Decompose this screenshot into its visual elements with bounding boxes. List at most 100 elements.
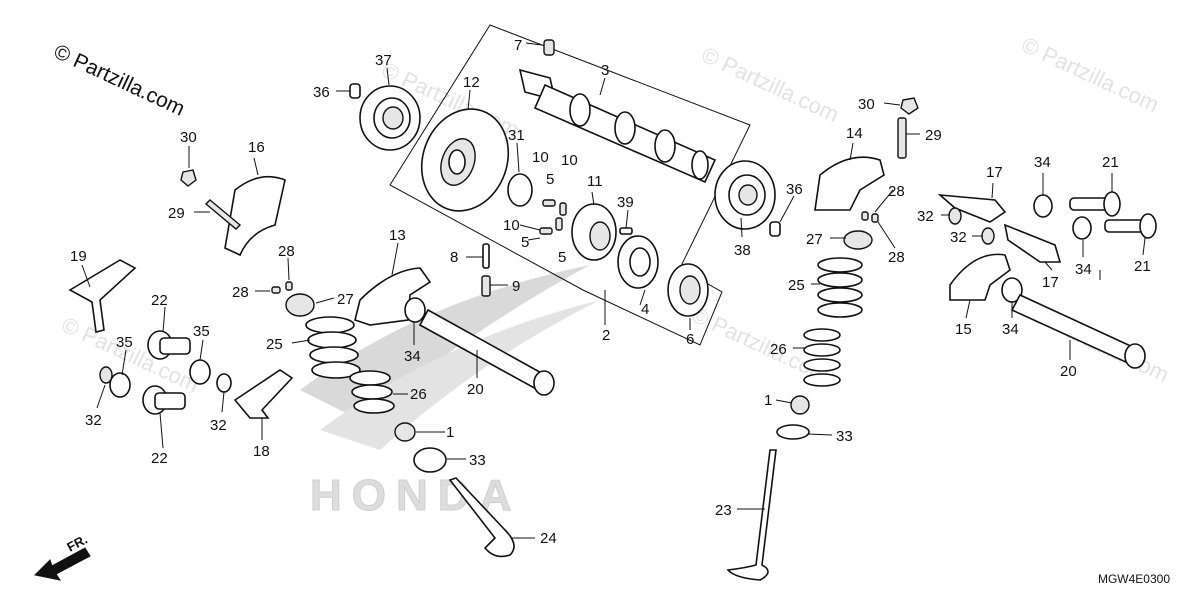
callout-31: 31 [508, 127, 525, 144]
spring-pin-7 [543, 39, 555, 56]
stem-seal-1 [790, 395, 810, 415]
callout-25: 25 [788, 277, 805, 294]
callout-28: 28 [278, 243, 295, 260]
rocker-arm-17 [1003, 223, 1062, 263]
pin-36 [769, 221, 781, 237]
camshaft-3 [518, 68, 717, 184]
callout-5: 5 [521, 234, 529, 251]
rocker-arm-17 [937, 193, 1007, 223]
cotter-28 [871, 213, 879, 223]
callout-36: 36 [786, 181, 803, 198]
callout-20: 20 [467, 381, 484, 398]
callout-3: 3 [601, 62, 609, 79]
callout-34: 34 [1075, 261, 1092, 278]
callout-17: 17 [1042, 274, 1059, 291]
rocker-shaft-20 [1010, 293, 1137, 365]
callout-37: 37 [375, 52, 392, 69]
washer-32 [948, 207, 962, 225]
pin-36 [349, 83, 361, 99]
callout-6: 6 [686, 331, 694, 348]
callout-1: 1 [446, 424, 454, 441]
washer-32 [99, 366, 113, 384]
adjuster-screw-29 [204, 199, 242, 230]
callout-4: 4 [641, 301, 649, 318]
spring-25 [305, 316, 361, 379]
callout-28: 28 [888, 183, 905, 200]
callout-15: 15 [955, 321, 972, 338]
callout-9: 9 [512, 278, 520, 295]
callout-28: 28 [232, 284, 249, 301]
callout-21: 21 [1134, 258, 1151, 275]
callout-12: 12 [463, 74, 480, 91]
callout-32: 32 [917, 208, 934, 225]
washer-34 [1072, 216, 1092, 240]
callout-13: 13 [389, 227, 406, 244]
callout-30: 30 [858, 96, 875, 113]
callout-34: 34 [1002, 321, 1019, 338]
pin-8 [482, 243, 490, 269]
spring-seat-33 [413, 447, 447, 473]
spring-26 [803, 328, 841, 387]
callout-35: 35 [116, 334, 133, 351]
callout-18: 18 [253, 443, 270, 460]
callout-29: 29 [925, 127, 942, 144]
callout-34: 34 [404, 348, 421, 365]
callout-22: 22 [151, 292, 168, 309]
washer-35 [109, 372, 131, 398]
callout-20: 20 [1060, 363, 1077, 380]
pins-5-10 [539, 199, 567, 235]
nut-30 [180, 169, 197, 187]
callout-14: 14 [846, 125, 863, 142]
callout-33: 33 [469, 452, 486, 469]
callout-10: 10 [561, 152, 578, 169]
callout-32: 32 [210, 417, 227, 434]
callout-21: 21 [1102, 154, 1119, 171]
shaft-21 [1104, 213, 1157, 239]
callout-35: 35 [193, 323, 210, 340]
callout-11: 11 [587, 173, 603, 190]
cotter-28 [271, 286, 281, 294]
watermark-text: © Partzilla.com [1018, 32, 1163, 117]
nut-30 [900, 97, 919, 115]
rocker-arm-18 [233, 369, 294, 419]
callout-25: 25 [266, 336, 283, 353]
adjuster-screw-29 [897, 117, 907, 159]
callout-16: 16 [248, 139, 265, 156]
rocker-arm-19 [68, 259, 137, 333]
spring-26 [349, 370, 395, 414]
callout-22: 22 [151, 450, 168, 467]
stem-seal-1 [394, 422, 416, 442]
callout-36: 36 [313, 84, 330, 101]
retainer-27 [285, 293, 315, 317]
shaft-21 [1069, 191, 1121, 217]
callout-10: 10 [503, 217, 520, 234]
callout-8: 8 [450, 249, 458, 266]
diagram-code: MGW4E0300 [1097, 572, 1170, 586]
callout-10: 10 [532, 149, 549, 166]
callout-5: 5 [546, 171, 554, 188]
shaft-22 [142, 385, 186, 415]
valve-24 [448, 477, 515, 558]
pin-39 [619, 227, 633, 235]
callout-27: 27 [337, 291, 354, 308]
gear-12 [420, 108, 510, 212]
rocker-arm-15 [949, 253, 1011, 301]
callout-24: 24 [540, 530, 557, 547]
washer-32 [216, 373, 232, 393]
retainer-27 [843, 230, 873, 250]
washer-32 [981, 227, 995, 245]
rocker-arm-13 [354, 267, 432, 326]
callout-5: 5 [558, 249, 566, 266]
callout-28: 28 [888, 249, 905, 266]
spring-25 [817, 257, 863, 318]
callout-2: 2 [602, 327, 610, 344]
shaft-22 [147, 330, 191, 360]
leader-lines [81, 42, 1146, 539]
rocker-arm-16 [224, 175, 286, 257]
watermark-text: © Partzilla.com [698, 42, 843, 127]
callout-1: 1 [764, 392, 772, 409]
callout-23: 23 [715, 502, 732, 519]
callout-27: 27 [806, 231, 823, 248]
washer-34 [1033, 194, 1053, 218]
